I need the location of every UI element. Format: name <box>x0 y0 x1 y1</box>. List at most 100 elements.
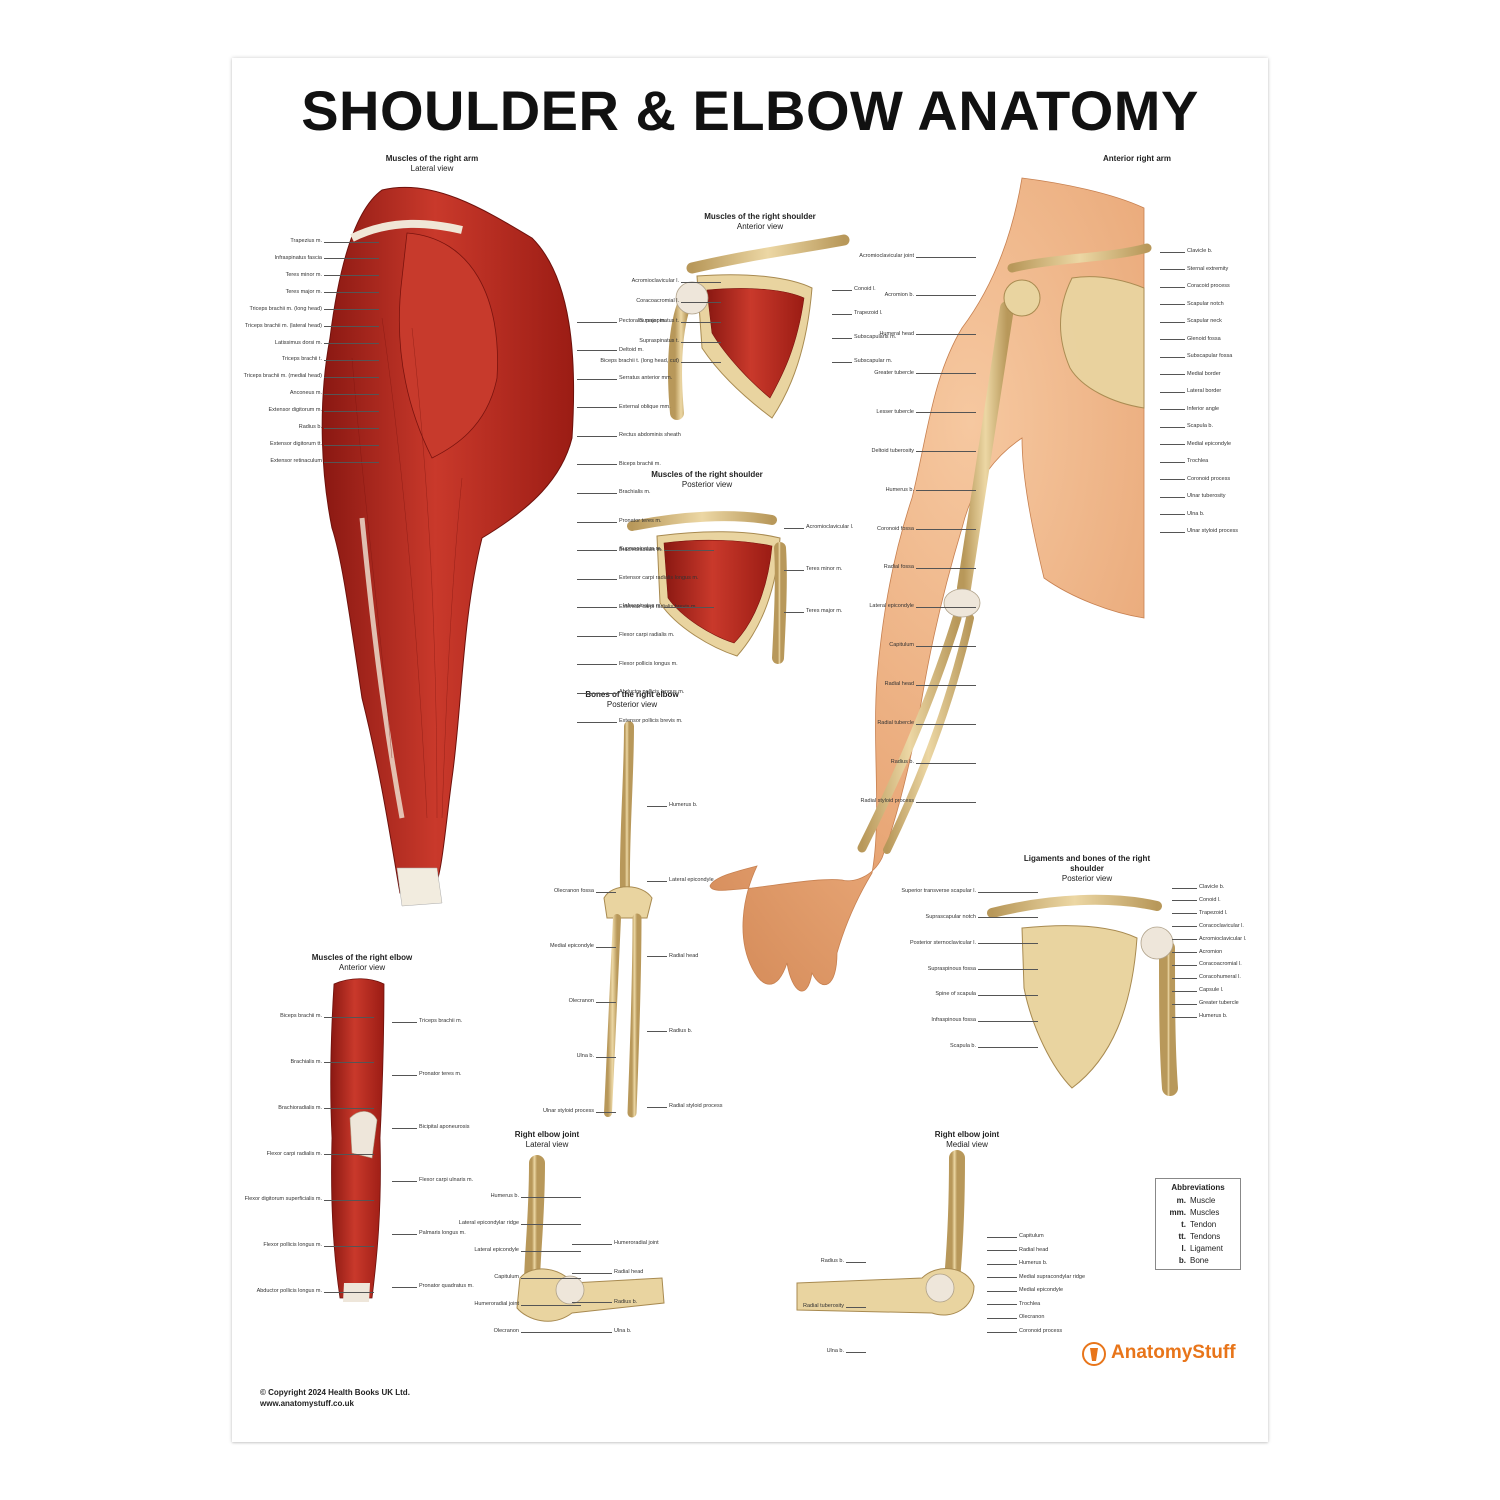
lateral-arm-title: Muscles of the right arm Lateral view <box>385 154 479 173</box>
leader-line <box>1172 887 1197 889</box>
leader-line <box>916 334 976 336</box>
leader-line <box>324 1154 374 1155</box>
callout-label: Medial epicondyle <box>1187 440 1232 447</box>
callout-label: Supraspinous fossa <box>927 965 976 972</box>
callout-label: Teres major m. <box>285 288 322 295</box>
leader-line <box>681 361 721 363</box>
callout-label: Extensor digitorum m. <box>268 407 323 414</box>
callout-label: Ulnar styloid process <box>1187 528 1239 534</box>
callout-label: Medial border <box>1187 370 1221 377</box>
leader-line <box>1160 496 1185 498</box>
leader-line <box>324 258 379 260</box>
callout-label: Sternal extremity <box>1187 265 1229 272</box>
elbow-bones-figure <box>603 721 653 1118</box>
abbr-row: tt.Tendons <box>1178 1232 1221 1241</box>
callout-label: Acromioclavicular l. <box>1199 935 1247 942</box>
callout-label: Radial head <box>614 1269 644 1276</box>
callout-label: Spine of scapula <box>935 991 976 998</box>
callout-label: Flexor carpi radialis m. <box>619 632 675 639</box>
leader-line <box>1160 391 1185 393</box>
leader-line <box>916 801 976 803</box>
callout-label: Humerus b. <box>1019 1260 1048 1267</box>
shoulder-anterior-figure <box>668 234 850 420</box>
callout-label: Flexor pollicis longus m. <box>263 1242 322 1249</box>
leader-line <box>916 373 976 375</box>
leader-line <box>978 917 1038 919</box>
callout-label: Deltoid m. <box>619 346 644 353</box>
leader-line <box>521 1223 581 1225</box>
callout-label: Pronator teres m. <box>619 518 662 524</box>
callout-label: Subscapular m. <box>854 358 893 364</box>
leader-line <box>324 427 379 429</box>
callout-label: Teres minor m. <box>285 271 322 278</box>
callout-label: Supraspinatus m. <box>619 546 662 552</box>
leader-line <box>577 521 617 523</box>
callout-label: Capitulum <box>1019 1233 1044 1239</box>
callout-label: Biceps brachii m. <box>280 1013 322 1019</box>
leader-line <box>987 1277 1017 1279</box>
callout-label: Medial supracondylar ridge <box>1019 1273 1086 1280</box>
leader-line <box>1172 1016 1197 1018</box>
leader-line <box>324 241 379 243</box>
leader-line <box>1160 286 1185 288</box>
callout-label: Ulna b. <box>576 1053 594 1059</box>
callout-label: Supraspinatus t. <box>639 318 679 324</box>
leader-line <box>577 664 617 666</box>
elbow-medial-title: Right elbow joint Medial view <box>934 1130 1000 1149</box>
callout-label: Scapular neck <box>1187 318 1222 324</box>
callout-label: Rectus abdominis sheath <box>619 432 681 439</box>
leader-line <box>1160 409 1185 410</box>
callout-label: Acromioclavicular l. <box>806 524 854 530</box>
website-url: www.anatomystuff.co.uk <box>260 1399 354 1408</box>
callout-label: Pronator teres m. <box>419 1071 462 1077</box>
callout-label: Scapula b. <box>950 1043 976 1049</box>
elbow-muscles-title: Muscles of the right elbow Anterior view <box>311 953 413 972</box>
leader-line <box>1172 939 1197 941</box>
leader-line <box>987 1250 1017 1252</box>
callout-label: Radius b. <box>820 1258 844 1264</box>
callout-label: Radius b. <box>614 1298 638 1305</box>
elbow-lateral-title: Right elbow joint Lateral view <box>514 1130 580 1149</box>
leader-line <box>647 805 667 807</box>
callout-label: Lateral epicondyle <box>669 877 714 884</box>
leader-line <box>324 1199 374 1201</box>
leader-line <box>1172 926 1197 928</box>
leader-line <box>324 410 379 412</box>
leader-line <box>987 1304 1017 1306</box>
leader-line <box>647 1106 667 1108</box>
ligaments-title: Ligaments and bones of the right shoulde… <box>1023 854 1151 883</box>
leader-line <box>647 1031 667 1033</box>
callout-label: Greater tubercle <box>1199 1000 1239 1007</box>
leader-line <box>846 1351 866 1353</box>
leader-line <box>647 880 667 882</box>
callout-label: Superior transverse scapular l. <box>901 888 976 894</box>
leader-line <box>681 341 721 343</box>
leader-line <box>1160 426 1185 428</box>
callout-label: Abductor pollicis longus m. <box>256 1288 322 1294</box>
callout-label: Humeral head <box>879 330 914 337</box>
leader-line <box>664 549 714 551</box>
callout-label: Deltoid tuberosity <box>871 447 915 454</box>
leader-line <box>324 326 379 328</box>
leader-line <box>324 461 379 463</box>
logo-text: AnatomyStuff <box>1111 1342 1236 1363</box>
callout-label: Medial epicondyle <box>549 943 594 949</box>
callout-label: Pronator quadratus m. <box>419 1283 474 1289</box>
leader-line <box>577 635 617 637</box>
callout-label: Infraspinatus fascia <box>274 254 322 261</box>
callout-label: Acromioclavicular l. <box>631 278 679 284</box>
shoulder-posterior-title: Muscles of the right shoulder Posterior … <box>651 470 763 489</box>
callout-label: Bicipital aponeurosis <box>419 1124 470 1130</box>
leader-line <box>1160 461 1185 463</box>
anterior-arm-figure <box>709 177 1152 992</box>
leader-line <box>324 393 379 395</box>
callout-label: Ulna b. <box>614 1328 632 1334</box>
callout-label: Radial styloid process <box>860 798 915 804</box>
anterior-arm-title: Anterior right arm <box>1102 154 1171 163</box>
leader-line <box>978 969 1038 970</box>
ligaments-figure <box>987 894 1178 1096</box>
callout-label: Capitulum <box>494 1274 519 1280</box>
callout-label: Teres minor m. <box>806 566 843 572</box>
callout-label: Inferior angle <box>1187 405 1220 412</box>
leader-line <box>577 492 617 494</box>
